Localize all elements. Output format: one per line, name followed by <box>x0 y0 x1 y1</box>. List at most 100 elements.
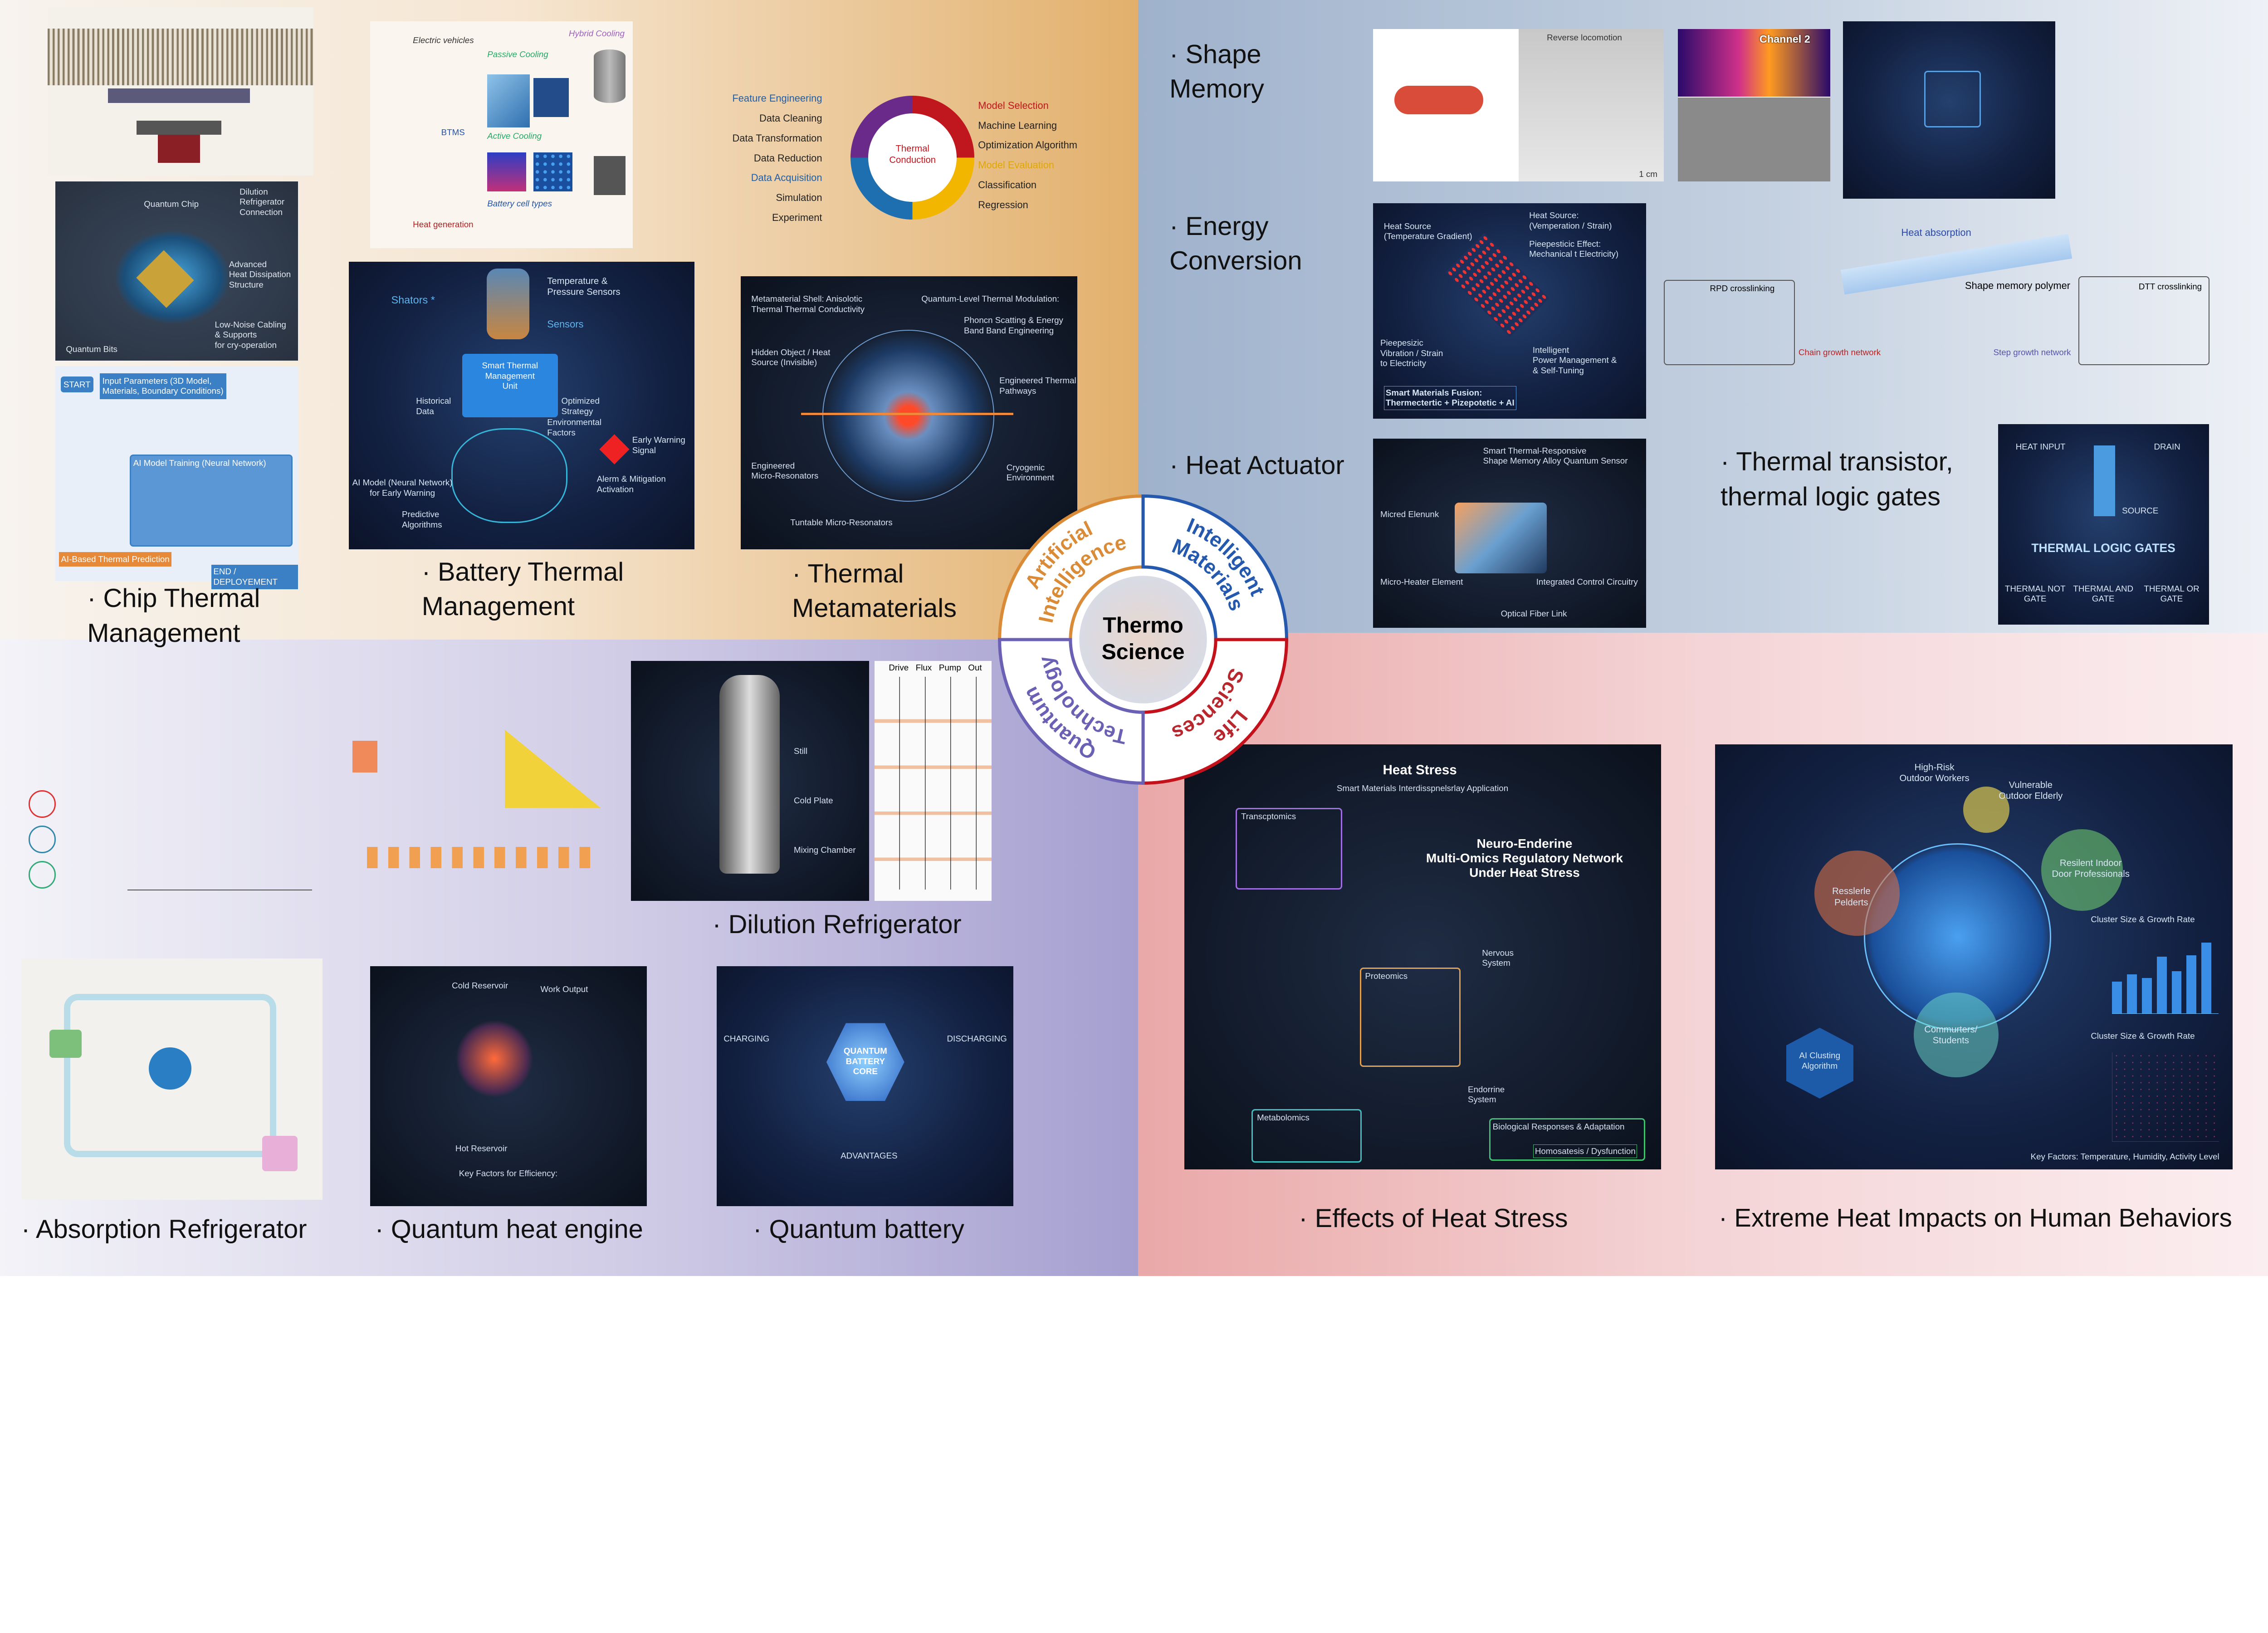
shape-memory-photos: Reverse locomotion 1 cm <box>1373 29 1664 181</box>
extreme-bar <box>2171 971 2182 1014</box>
qbattery-core: QUANTUM BATTERY CORE <box>843 1046 887 1076</box>
thermal-metamaterials-panel: Metamaterial Shell: Anisolotic Thermal T… <box>740 276 1077 549</box>
extreme-bar <box>2112 982 2122 1014</box>
stress-nervous-system: Nervous System <box>1482 948 1514 968</box>
label-quantum-heat-engine: · Quantum heat engine <box>375 1214 643 1244</box>
flow-training: AI Model Training (Neural Network) <box>133 458 266 468</box>
actuator-sensor: Smart Thermal-Responsive Shape Memory Al… <box>1483 445 1628 466</box>
qbattery-advantages: ADVANTAGES <box>841 1150 898 1160</box>
battery-label-sensors2: Sensors <box>547 318 584 330</box>
extreme-bar-chart <box>2112 943 2219 1014</box>
shape-memory-polymer-diagram: Heat absorption Shape memory polymer RPD… <box>1663 227 2210 369</box>
ai-wheel-right-item: Machine Learning <box>978 119 1057 131</box>
engine-key-factors: Key Factors for Efficiency: <box>459 1168 558 1178</box>
label-heat-actuator: · Heat Actuator <box>1169 451 1344 480</box>
flow-start: START <box>60 376 93 393</box>
engine-hot-reservoir: Hot Reservoir <box>455 1144 508 1154</box>
energy-vibration: Pieepesizic Vibration / Strain to Electr… <box>1380 338 1443 368</box>
flow-predict: AI-Based Thermal Prediction <box>59 552 172 567</box>
battery-thermal-panel: Temperature & Pressure Sensors Shators *… <box>348 261 695 549</box>
wheel-segment-quantum <box>997 638 1145 785</box>
ai-wheel-right-item: Regression <box>978 199 1028 210</box>
logic-drain: DRAIN <box>2154 442 2180 452</box>
polymer-rpd: RPD crosslinking <box>1710 284 1775 293</box>
btms-diagram: Electric vehicles Passive Cooling Active… <box>370 21 633 248</box>
btms-ev: Electric vehicles <box>413 35 474 45</box>
ai-wheel-left-item: Experiment <box>772 211 822 223</box>
battery-optimized: Optimized Strategy <box>561 396 600 416</box>
extreme-ai-clustering: AI Clusting Algorithm <box>1799 1051 1841 1071</box>
center-title-line2: Science <box>1101 640 1184 664</box>
logic-title: THERMAL LOGIC GATES <box>2031 541 2175 555</box>
ai-wheel-left-item: Feature Engineering <box>732 93 822 104</box>
ai-wheel-left-item: Data Reduction <box>753 152 822 164</box>
label-battery-thermal-management: · Battery Thermal Management <box>421 557 624 621</box>
dilution-still: Still <box>794 746 808 756</box>
battery-early-warning: Early Warning Signal <box>632 435 685 455</box>
energy-piezo-effect: Pieepesticic Effect: Mechanical t Electr… <box>1529 239 1619 259</box>
extreme-bar <box>2141 978 2152 1014</box>
btms-cell-types: Battery cell types <box>487 198 552 208</box>
label-energy-conversion: · Energy Conversion <box>1169 211 1302 276</box>
battery-ai-model: AI Model (Neural Network) for Early Warn… <box>352 478 453 498</box>
polymer-chain-growth: Chain growth network <box>1798 347 1881 357</box>
dilution-refrigerator-panel: Still Cold Plate Mixing Chamber <box>631 661 869 901</box>
ai-wheel-left-item: Simulation <box>776 192 822 204</box>
quantum-engine-plot <box>331 719 625 923</box>
actuator-micro-heater: Micro-Heater Element <box>1380 577 1463 587</box>
shape-reverse-locomotion: Reverse locomotion <box>1547 32 1622 42</box>
extreme-outdoor-workers: High-Risk Outdoor Workers <box>1899 762 1970 784</box>
ai-wheel-left-item: Data Acquisition <box>751 172 822 184</box>
quantum-heat-engine-panel: Cold Reservoir Work Output Hot Reservoir… <box>370 966 647 1207</box>
extreme-heat-panel: High-Risk Outdoor Workers Vulnerable Out… <box>1715 744 2233 1170</box>
flow-end: END / DEPLOYEMENT <box>211 564 298 589</box>
polymer-dtt: DTT crosslinking <box>2138 282 2202 292</box>
battery-smart-unit: Smart Thermal Management Unit <box>482 361 538 391</box>
shape-channel: Channel 2 <box>1759 33 1810 45</box>
ai-wheel-left-item: Data Cleaning <box>759 112 822 124</box>
btms-active: Active Cooling <box>487 131 542 141</box>
polymer-step-growth: Step growth network <box>1993 347 2071 357</box>
shape-scale: 1 cm <box>1639 169 1657 179</box>
btms-label: BTMS <box>441 127 465 137</box>
ai-wheel-left-item: Data Transformation <box>732 132 822 144</box>
qbattery-discharging: DISCHARGING <box>947 1033 1007 1043</box>
actuator-control: Integrated Control Circuitry <box>1536 577 1638 587</box>
chip-thermal-flowchart: START Input Parameters (3D Model, Materi… <box>55 366 298 589</box>
quantum-battery-panel: QUANTUM BATTERY CORE CHARGING DISCHARGIN… <box>716 966 1013 1207</box>
label-absorption-refrigerator: · Absorption Refrigerator <box>21 1214 307 1244</box>
logic-heat-input: HEAT INPUT <box>2015 442 2066 452</box>
battery-label-sensors: Temperature & Pressure Sensors <box>547 276 621 298</box>
shape-memory-thermal-image: Channel 2 <box>1678 29 1831 181</box>
stress-homeostasis: Homosatesis / Dysfunction <box>1533 1144 1637 1158</box>
logic-and-gate: THERMAL AND GATE <box>2073 583 2134 604</box>
extreme-chart-title-2: Cluster Size & Growth Rate <box>2091 1031 2195 1041</box>
ai-wheel-right-item: Model Evaluation <box>978 159 1054 171</box>
center-title-line1: Thermo <box>1103 613 1183 638</box>
circuit-column-label: Out <box>968 662 982 672</box>
extreme-commuters: Commurters/ Students <box>1924 1024 1978 1046</box>
meta-tunable: Tuntable Micro-Resonators <box>790 517 893 527</box>
stress-endocrine-system: Endorrine System <box>1467 1084 1505 1105</box>
label-effects-of-heat-stress: · Effects of Heat Stress <box>1299 1204 1568 1233</box>
extreme-bar <box>2156 957 2167 1014</box>
heat-stress-panel: Heat Stress Smart Materials Interdisspne… <box>1184 744 1661 1170</box>
stress-title: Heat Stress <box>1383 762 1457 777</box>
label-dilution-connection: Dilution Refrigerator Connection <box>240 186 285 217</box>
extreme-key-factors: Key Factors: Temperature, Humidity, Acti… <box>2030 1152 2219 1162</box>
stress-metabolomics: Metabolomics <box>1257 1113 1310 1123</box>
actuator-micred: Micred Elenunk <box>1380 509 1439 519</box>
stress-proteomics: Proteomics <box>1365 971 1408 981</box>
energy-fusion: Smart Materials Fusion: Thermectertic + … <box>1383 386 1516 411</box>
heat-actuator-panel: Smart Thermal-Responsive Shape Memory Al… <box>1373 439 1646 628</box>
label-dilution-refrigerator: · Dilution Refrigerator <box>712 910 962 939</box>
extreme-bar <box>2186 955 2197 1014</box>
meta-quantum-level: Quantum-Level Thermal Modulation: <box>921 294 1060 304</box>
thermal-logic-gates-panel: HEAT INPUT DRAIN SOURCE THERMAL LOGIC GA… <box>1998 424 2209 625</box>
label-thermal-metamaterials: · Thermal Metamaterials <box>792 559 957 623</box>
energy-conversion-panel: Heat Source (Temperature Gradient) Heat … <box>1373 203 1646 419</box>
label-shape-memory: · Shape Memory <box>1169 40 1264 104</box>
btms-passive: Passive Cooling <box>487 49 548 59</box>
dilution-mixing-chamber: Mixing Chamber <box>794 845 856 855</box>
btms-hybrid: Hybrid Cooling <box>568 28 625 38</box>
